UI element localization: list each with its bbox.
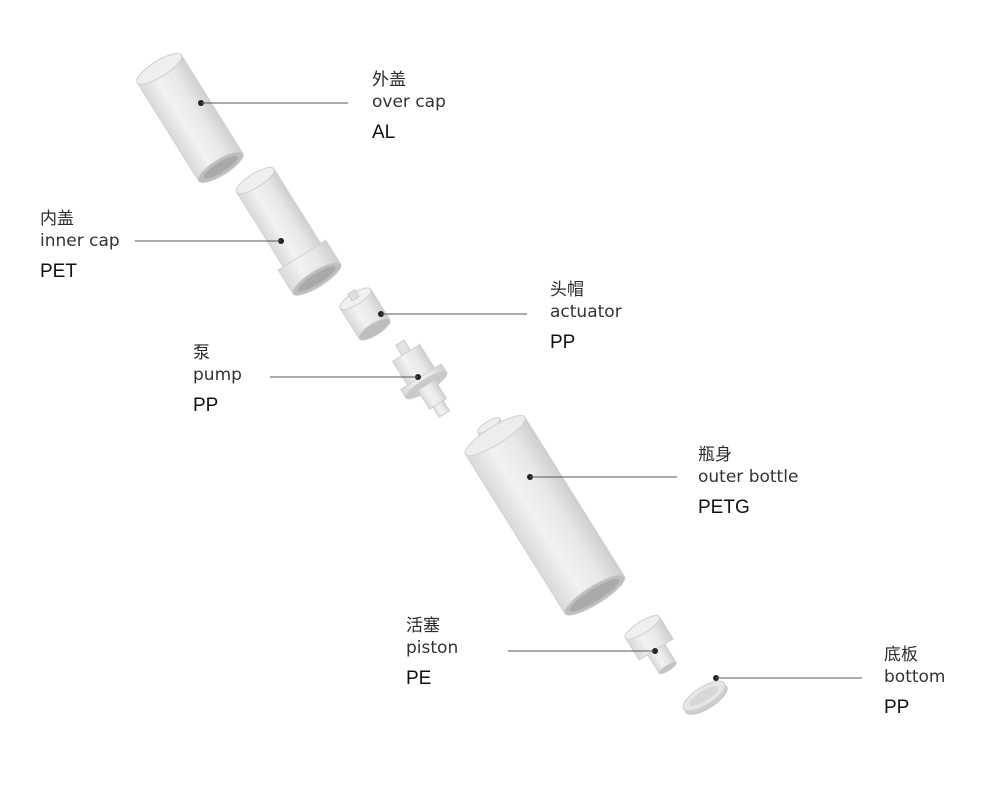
actuator-en: actuator	[550, 302, 622, 322]
label-inner-cap: 内盖 inner cap PET	[40, 209, 120, 282]
piston-cn: 活塞	[406, 616, 440, 636]
over-cap-material: AL	[372, 122, 396, 143]
piston-material: PE	[406, 668, 432, 689]
inner-cap-part	[235, 166, 342, 296]
actuator-cn: 头帽	[550, 280, 584, 300]
actuator-material: PP	[550, 332, 576, 353]
pump-en: pump	[193, 365, 242, 385]
bottom-en: bottom	[884, 667, 946, 687]
outer-bottle-material: PETG	[698, 497, 750, 518]
pump-cn: 泵	[193, 343, 210, 363]
label-outer-bottle: 瓶身 outer bottle PETG	[698, 445, 799, 518]
label-pump: 泵 pump PP	[193, 343, 242, 416]
label-piston: 活塞 piston PE	[406, 616, 459, 689]
inner-cap-material: PET	[40, 261, 77, 282]
over-cap-cn: 外盖	[372, 70, 406, 90]
pump-material: PP	[193, 395, 219, 416]
over-cap-part	[136, 52, 244, 184]
inner-cap-cn: 内盖	[40, 209, 74, 229]
label-actuator: 头帽 actuator PP	[550, 280, 622, 353]
inner-cap-en: inner cap	[40, 231, 120, 251]
piston-part	[624, 615, 677, 675]
piston-en: piston	[406, 638, 459, 658]
label-bottom: 底板 bottom PP	[884, 645, 946, 718]
actuator-part	[339, 287, 391, 341]
bottom-material: PP	[884, 697, 910, 718]
over-cap-en: over cap	[372, 92, 446, 112]
label-over-cap: 外盖 over cap AL	[372, 70, 446, 143]
pump-part	[391, 339, 451, 418]
outer-bottle-en: outer bottle	[698, 467, 799, 487]
bottom-part	[682, 675, 728, 715]
outer-bottle-cn: 瓶身	[698, 445, 732, 465]
bottom-cn: 底板	[884, 645, 918, 665]
outer-bottle-part	[464, 415, 626, 616]
